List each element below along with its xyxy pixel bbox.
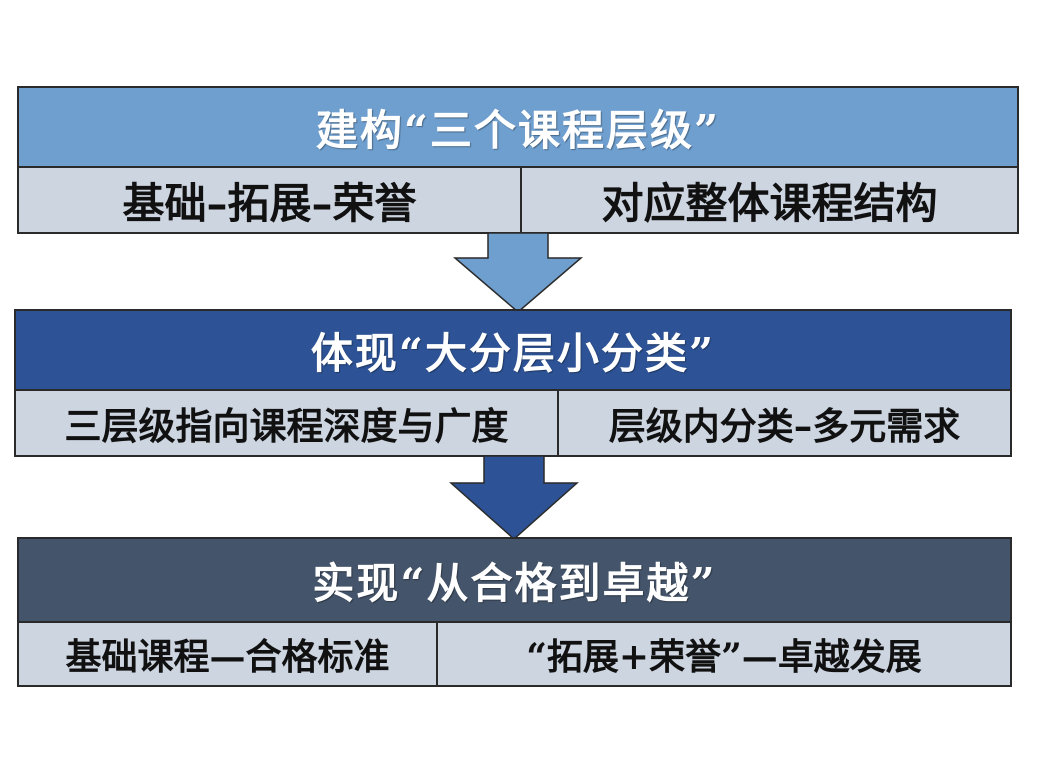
tier-3-left-text: 基础课程—合格标准 [65,636,390,678]
tier-1-right-cell: 对应整体课程结构 [520,166,1019,234]
tier-2-title: 体现“大分层小分类” [310,328,716,378]
tier-2-right-cell: 层级内分类–多元需求 [557,389,1012,457]
tier-1-left-cell: 基础–拓展–荣誉 [17,166,522,234]
tier-1-header: 建构“三个课程层级” [17,86,1019,168]
tier-1-left-text: 基础–拓展–荣誉 [122,178,417,228]
tier-3-title: 实现“从合格到卓越” [312,558,717,608]
tier-3-right-cell: “拓展+荣誉”—卓越发展 [436,621,1012,687]
tier-1-right-text: 对应整体课程结构 [601,178,938,228]
down-arrow-icon-2 [449,455,579,541]
tier-2-left-cell: 三层级指向课程深度与广度 [14,389,559,457]
tier-1-title: 建构“三个课程层级” [315,105,721,155]
tier-3-header: 实现“从合格到卓越” [17,537,1012,623]
down-arrow-icon-1 [452,232,584,313]
tier-3-right-text: “拓展+荣誉”—卓越发展 [526,636,922,678]
tier-3-left-cell: 基础课程—合格标准 [17,621,438,687]
tier-2-right-text: 层级内分类–多元需求 [608,404,961,448]
tier-2-left-text: 三层级指向课程深度与广度 [64,404,509,448]
tier-2-header: 体现“大分层小分类” [14,309,1012,391]
